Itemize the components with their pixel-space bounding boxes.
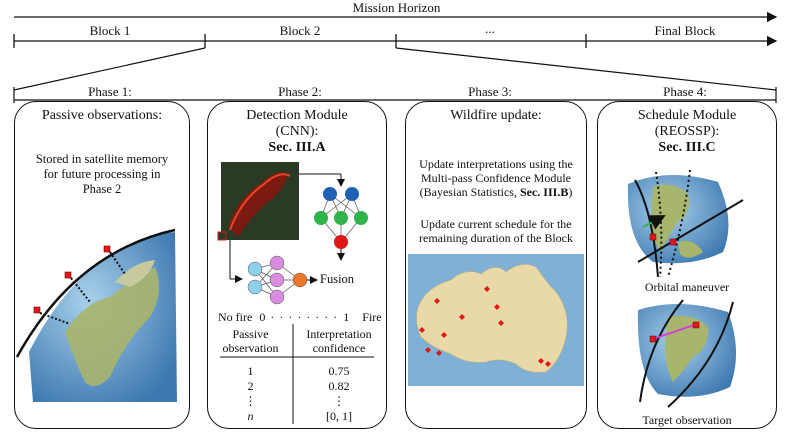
phase-2-title-line1: Detection Module bbox=[246, 108, 348, 123]
block-ellipsis-label: ... bbox=[485, 21, 495, 36]
cnn-input-node-1 bbox=[323, 187, 337, 201]
australia-map bbox=[408, 254, 584, 386]
fusion-output-node bbox=[292, 272, 308, 288]
phase-1-title: Passive observations: bbox=[41, 108, 163, 123]
block-1-label: Block 1 bbox=[89, 23, 131, 38]
fusion-hidden-node-2 bbox=[269, 272, 285, 288]
orbit-illustrations bbox=[627, 169, 744, 408]
phase-3-panel: Wildfire update: Update interpretations … bbox=[405, 101, 587, 429]
phase-3-title: Wildfire update: bbox=[450, 108, 542, 123]
phase-1-panel: Passive observations: Stored in satellit… bbox=[14, 101, 190, 429]
detection-network-illustration bbox=[217, 162, 374, 424]
phase-3-header: Phase 3: bbox=[468, 84, 512, 99]
fusion-label: Fusion bbox=[320, 272, 355, 286]
phase-4-title-line1: Schedule Module bbox=[637, 108, 737, 123]
table-row: ⋮ bbox=[244, 394, 257, 408]
phase-1-header: Phase 1: bbox=[88, 84, 132, 99]
phase-3-text-1: Update interpretations using the Multi-p… bbox=[419, 157, 573, 199]
fire-marker bbox=[484, 286, 490, 292]
table-row: 0.82 bbox=[328, 379, 350, 393]
fire-marker bbox=[441, 332, 447, 338]
fusion-hidden-node-1 bbox=[269, 255, 285, 271]
phase-4-title-ref: Sec. III.C bbox=[658, 140, 716, 155]
satellite-marker-3 bbox=[103, 245, 111, 253]
phase-4-panel: Schedule Module (REOSSP): Sec. III.C Orb… bbox=[597, 101, 777, 429]
table-row: 2 bbox=[247, 379, 254, 393]
confidence-scale: No fire 0 · · · · · · · · 1 Fire bbox=[218, 310, 382, 324]
phase-1-description: Stored in satellite memory for future pr… bbox=[35, 152, 169, 196]
phase-1-globe-illustration bbox=[15, 228, 177, 402]
fusion-input-node-2 bbox=[247, 279, 263, 295]
fire-marker bbox=[459, 314, 465, 320]
table-header-observation: Passive observation bbox=[222, 327, 279, 355]
table-col-confidence: 0.75 0.82 ⋮ [0, 1] bbox=[293, 364, 385, 424]
table-col-observation: 1 2 ⋮ n bbox=[208, 364, 293, 424]
phase-2-header: Phase 2: bbox=[278, 84, 322, 99]
fire-marker bbox=[545, 361, 551, 367]
fire-marker bbox=[538, 358, 544, 364]
phase-4-header: Phase 4: bbox=[663, 84, 707, 99]
satellite-marker-2 bbox=[64, 271, 72, 279]
phase-2-title-line2: (CNN): bbox=[275, 124, 319, 139]
scale-fire-label: Fire bbox=[362, 310, 382, 324]
fusion-hidden-node-3 bbox=[269, 289, 285, 305]
phase-2-panel: Detection Module (CNN): Sec. III.A bbox=[207, 101, 387, 429]
cnn-input-node-2 bbox=[345, 187, 359, 201]
fire-marker bbox=[419, 327, 425, 333]
cnn-hidden-node-1 bbox=[314, 211, 328, 225]
phase-2-title-ref: Sec. III.A bbox=[268, 140, 326, 155]
table-row: [0, 1] bbox=[326, 409, 352, 423]
block-2-label: Block 2 bbox=[279, 23, 321, 38]
scale-zero-label: 0 bbox=[259, 310, 266, 324]
satellite-marker-1 bbox=[33, 306, 41, 314]
table-row: 0.75 bbox=[328, 364, 350, 378]
cnn-hidden-node-2 bbox=[334, 211, 348, 225]
fire-marker bbox=[494, 304, 500, 310]
table-row: 1 bbox=[247, 364, 254, 378]
fire-marker bbox=[434, 298, 440, 304]
fire-marker bbox=[498, 320, 504, 326]
table-header-confidence: Interpretation confidence bbox=[306, 327, 372, 355]
table-row: ⋮ bbox=[333, 394, 345, 408]
mission-horizon-label: Mission Horizon bbox=[352, 0, 441, 15]
cnn-output-node bbox=[334, 235, 348, 249]
fire-marker bbox=[436, 350, 442, 356]
phase-3-text-2: Update current schedule for the remainin… bbox=[419, 217, 573, 245]
fusion-input-node-1 bbox=[247, 261, 263, 277]
phase-4-title-line2: (REOSSP): bbox=[654, 124, 720, 139]
scale-no-fire-label: No fire bbox=[218, 310, 253, 324]
final-block-label: Final Block bbox=[654, 23, 716, 38]
orbital-maneuver-caption: Orbital maneuver bbox=[644, 280, 730, 294]
fire-marker bbox=[425, 347, 431, 353]
table-row: n bbox=[247, 409, 254, 423]
target-observation-caption: Target observation bbox=[642, 413, 732, 427]
scale-one-label: 1 bbox=[343, 310, 350, 324]
cnn-hidden-node-3 bbox=[354, 211, 368, 225]
